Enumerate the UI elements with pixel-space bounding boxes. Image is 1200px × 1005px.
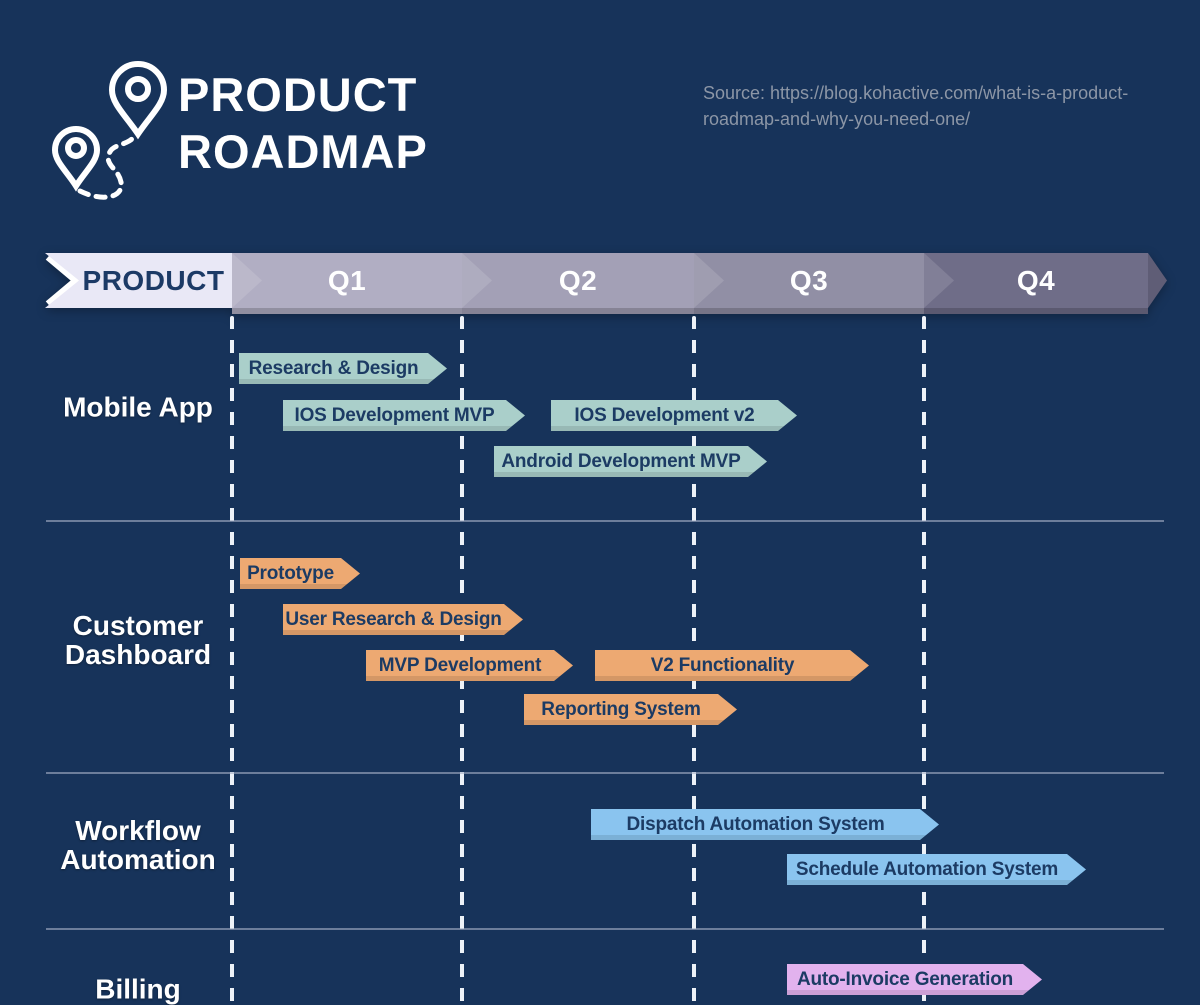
row-label-line: Dashboard [64, 639, 212, 670]
task-bar: MVP Development [366, 650, 573, 681]
row-label-line: Customer [72, 610, 204, 641]
task-bar-shade [787, 880, 1086, 885]
task-bar-label: Prototype [247, 562, 334, 584]
task-bar: IOS Development v2 [551, 400, 797, 431]
segment-shadow [462, 308, 694, 314]
timeline-segment-label: Q2 [558, 264, 598, 296]
row-label-line: Workflow [75, 815, 201, 846]
task-bar-shade [240, 584, 360, 589]
source-attribution: Source: https://blog.kohactive.com/what-… [703, 80, 1128, 132]
row-label-line: Mobile App [63, 391, 213, 423]
task-bar-shade [524, 720, 737, 725]
row-separator [46, 928, 1164, 930]
row-label-mobile-app: Mobile App [45, 393, 231, 422]
task-bar-shade [366, 676, 573, 681]
task-bar: Prototype [240, 558, 360, 589]
task-bar: Auto-Invoice Generation [787, 964, 1042, 995]
task-bar-label: Reporting System [541, 698, 701, 720]
task-bar-label: IOS Development v2 [574, 404, 755, 426]
task-bar: User Research & Design [283, 604, 523, 635]
task-bar: Android Development MVP [494, 446, 767, 477]
task-bar-label: IOS Development MVP [294, 404, 495, 426]
segment-shadow [694, 308, 924, 314]
quarter-gridline [230, 316, 234, 1005]
task-bar-shade [283, 630, 523, 635]
timeline-segment-q1: Q1 [232, 253, 462, 314]
task-bar-label: Auto-Invoice Generation [796, 968, 1014, 990]
task-bar-shade [551, 426, 797, 431]
task-bar-shade [283, 426, 525, 431]
task-bar: V2 Functionality [595, 650, 869, 681]
task-bar-label: Research & Design [248, 357, 419, 379]
segment-shadow [45, 308, 232, 314]
timeline-segment-label: Q4 [1016, 264, 1056, 296]
band-arrow-tip-icon [1148, 253, 1167, 308]
task-bar: Schedule Automation System [787, 854, 1086, 885]
task-bar: Reporting System [524, 694, 737, 725]
task-bar-shade [591, 835, 939, 840]
task-bar: Dispatch Automation System [591, 809, 939, 840]
task-bar-label: Android Development MVP [501, 450, 741, 472]
task-bar-label: User Research & Design [285, 608, 502, 630]
task-bar: IOS Development MVP [283, 400, 525, 431]
timeline-segment-q3: Q3 [694, 253, 924, 314]
task-bar-label: V2 Functionality [650, 654, 795, 676]
quarter-gridline [922, 316, 926, 1005]
row-separator [46, 772, 1164, 774]
timeline-segment-label: PRODUCT [82, 264, 225, 296]
timeline-band: PRODUCT Q1 Q2 Q3 Q4 [0, 253, 1200, 314]
row-separator [46, 520, 1164, 522]
row-label-line: Billing [95, 973, 181, 1005]
task-bar-shade [239, 379, 447, 384]
segment-shadow [924, 308, 1148, 314]
timeline-segment-q4: Q4 [924, 253, 1148, 314]
task-bar-shade [494, 472, 767, 477]
timeline-segment-label: Q3 [789, 264, 829, 296]
timeline-segment-q2: Q2 [462, 253, 694, 314]
task-bar-label: Dispatch Automation System [626, 813, 885, 835]
timeline-segment-label: Q1 [327, 264, 367, 296]
route-pins-icon [51, 61, 168, 200]
task-bar-shade [595, 676, 869, 681]
segment-shadow [232, 308, 462, 314]
task-bar-label: MVP Development [378, 654, 542, 676]
page-title-line2: ROADMAP [178, 125, 428, 178]
source-line2: roadmap-and-why-you-need-one/ [703, 109, 971, 129]
page-title: PRODUCT ROADMAP [178, 66, 428, 180]
row-label-line: Automation [60, 844, 216, 875]
task-bar-shade [787, 990, 1042, 995]
task-bar-label: Schedule Automation System [795, 858, 1059, 880]
page-title-line1: PRODUCT [178, 68, 418, 121]
timeline-segment-product: PRODUCT [45, 253, 232, 308]
source-line1: Source: https://blog.kohactive.com/what-… [703, 83, 1129, 103]
row-label-billing: Billing [45, 975, 231, 1004]
band-start-chevron-icon [45, 254, 82, 307]
task-bar: Research & Design [239, 353, 447, 384]
